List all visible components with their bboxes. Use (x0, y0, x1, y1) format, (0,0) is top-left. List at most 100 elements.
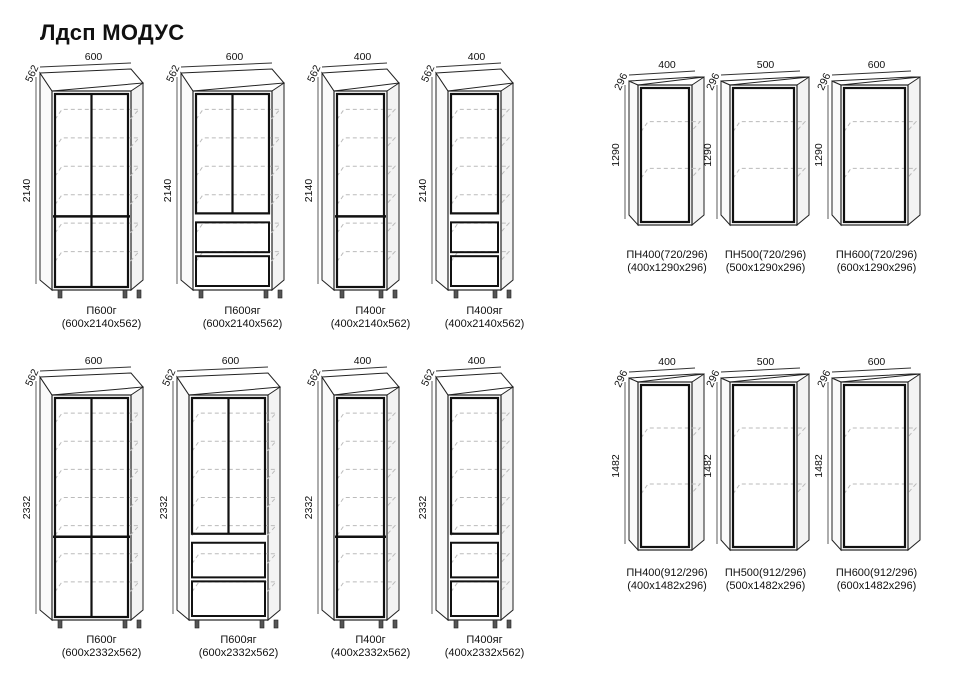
front-frame (840, 84, 909, 226)
depth-dimension: 562 (305, 63, 323, 84)
width-dim-line (435, 366, 502, 372)
back-panel (796, 76, 810, 227)
cabinet-size: (500х1482х296) (726, 580, 806, 592)
shelf-line (195, 137, 282, 149)
shelf-line (336, 497, 397, 508)
cabinet-tall_row_2-3 (431, 366, 514, 629)
width-dim-line (435, 62, 502, 68)
cabinet-foot (339, 619, 345, 629)
top-panel (39, 68, 145, 92)
width-dimension: 400 (354, 51, 372, 63)
drawer-front (450, 580, 499, 617)
cabinet-size: (500х1290х296) (726, 262, 806, 274)
door-outline (842, 383, 907, 549)
shelf-line (843, 167, 918, 179)
side-panel (321, 375, 335, 622)
shelf-line (54, 525, 141, 536)
side-panel (720, 80, 731, 227)
width-dimension: 600 (226, 51, 244, 63)
shelf-line (191, 468, 278, 480)
cabinet-foot (492, 289, 498, 299)
shelf-line (450, 468, 511, 480)
drawer-front (450, 255, 499, 287)
cabinet-size: (400х1482х296) (627, 580, 707, 592)
shelf-line (843, 121, 918, 133)
width-dimension: 600 (868, 59, 886, 71)
cabinet-tall_row_2-2 (317, 366, 400, 629)
shelf-line (450, 553, 511, 565)
cabinet-size: (600х2332х562) (62, 647, 142, 659)
side-panel (176, 375, 190, 622)
cabinet-size: (400х2332х562) (331, 647, 411, 659)
side-panel (180, 71, 194, 292)
width-dim-line (180, 62, 273, 68)
shelf-line (336, 108, 397, 120)
depth-dimension: 562 (419, 63, 437, 84)
cabinet-code: П600яг (224, 305, 260, 317)
side-panel (435, 71, 449, 292)
top-panel (831, 76, 921, 86)
top-panel (720, 76, 810, 86)
cabinet-foot (57, 289, 63, 299)
side-panel (435, 375, 449, 622)
door-outline (731, 383, 796, 549)
shelf-line (191, 497, 278, 508)
shelf-line (336, 412, 397, 424)
side-panel (720, 377, 731, 552)
cabinet-tall_row_1-1 (176, 62, 286, 299)
depth-dimension: 296 (815, 71, 833, 92)
shelf-line (336, 468, 397, 480)
drawer-front (450, 221, 499, 254)
cabinet-code: П600г (86, 305, 116, 317)
depth-dimension: 562 (164, 63, 182, 84)
cabinet-code: П600яг (220, 634, 256, 646)
back-panel (267, 386, 281, 622)
shelf-line (54, 412, 141, 424)
door-outline (639, 86, 691, 224)
back-panel (386, 386, 400, 622)
side-panel (39, 375, 53, 622)
shelf-line (640, 167, 702, 179)
cabinet-foot (392, 289, 398, 299)
cabinet-wall_row_2-1 (716, 367, 810, 552)
shelf-line (336, 525, 397, 536)
top-panel (435, 68, 514, 92)
door-outline (335, 396, 386, 619)
shelf-line (450, 440, 511, 452)
height-dimension: 2140 (162, 179, 174, 203)
shelf-line (54, 251, 141, 262)
shelf-line (640, 427, 702, 439)
shelf-line (54, 440, 141, 452)
cabinet-foot (57, 619, 63, 629)
back-panel (130, 386, 144, 622)
height-dimension: 2332 (417, 496, 429, 520)
shelf-line (336, 553, 397, 565)
cabinet-code: ПН600(720/296) (836, 249, 917, 261)
shelf-line (843, 483, 918, 495)
height-dimension: 2332 (158, 496, 170, 520)
shelf-line (732, 427, 807, 439)
shelf-line (54, 468, 141, 480)
width-dim-line (720, 70, 801, 76)
shelf-line (450, 194, 511, 206)
height-dimension: 1482 (813, 454, 825, 478)
depth-dimension: 562 (305, 367, 323, 388)
width-dim-line (720, 367, 801, 373)
height-dimension: 1290 (813, 143, 825, 167)
front-frame (637, 84, 693, 226)
cabinet-foot (378, 289, 384, 299)
shelf-line (450, 525, 511, 536)
top-panel (180, 68, 286, 92)
shelf-line (640, 483, 702, 495)
shelf-line (195, 108, 282, 120)
shelf-line (195, 194, 282, 206)
cabinet-foot (259, 619, 265, 629)
cabinet-foot (453, 289, 459, 299)
width-dimension: 400 (658, 59, 676, 71)
side-panel (628, 377, 639, 552)
top-panel (831, 373, 921, 383)
cabinet-foot (122, 619, 128, 629)
cabinet-wall_row_1-1 (716, 70, 810, 227)
cabinet-foot (506, 619, 512, 629)
